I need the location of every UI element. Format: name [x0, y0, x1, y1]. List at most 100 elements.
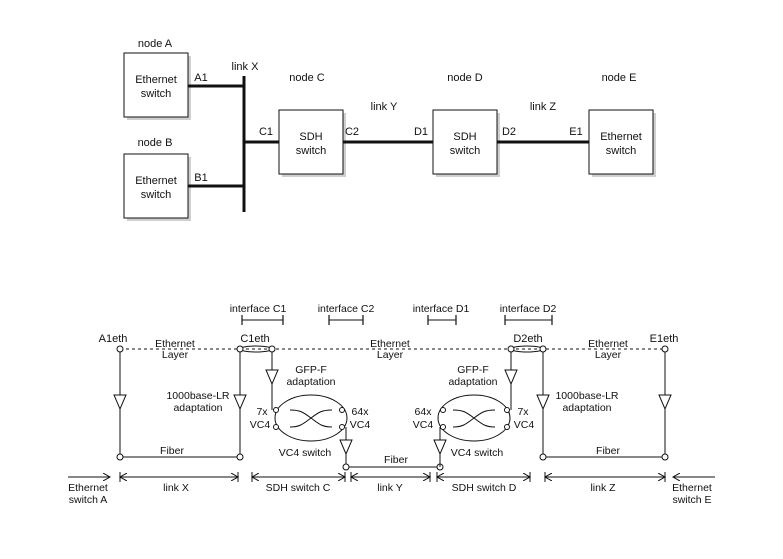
gfp-c-line2: adaptation — [286, 376, 335, 388]
eth-layer-mid-line1: Ethernet — [370, 338, 410, 350]
span-link-z-label: link Z — [590, 482, 616, 494]
span-eth-a-line1: Ethernet — [68, 482, 108, 494]
node-e-box — [588, 109, 654, 175]
c-vc4-port-out-2 — [339, 424, 345, 430]
c-gfp-triangle — [265, 369, 279, 386]
eth-layer-right-line1: Ethernet — [588, 338, 628, 350]
link-z-label: link Z — [530, 101, 557, 113]
layer-diagram: interface C1 interface C2 interface D1 i… — [68, 303, 715, 506]
interface-d1-label: interface D1 — [413, 303, 470, 315]
node-e-title: node E — [602, 72, 637, 84]
fiber-left-label: Fiber — [160, 445, 184, 457]
span-link-x-label: link X — [163, 482, 189, 494]
a1eth-port — [116, 345, 124, 353]
d2eth-port-right — [539, 345, 547, 353]
c1eth-label: C1eth — [240, 333, 269, 345]
interface-c1-label: interface C1 — [230, 303, 287, 315]
c1eth-ellipse — [239, 345, 273, 353]
eth-layer-left-line2: Layer — [162, 349, 189, 361]
node-a-line2: switch — [141, 88, 172, 100]
c-cross-path-2 — [289, 409, 333, 428]
node-b-line2: switch — [141, 189, 172, 201]
base-lr-left-line2: adaptation — [173, 402, 222, 414]
eth-layer-right-line2: Layer — [595, 349, 622, 361]
d-vc4-port-out-2 — [504, 424, 510, 430]
link-x-label: link X — [232, 61, 260, 73]
d2eth-port-left — [507, 345, 515, 353]
port-c1-label: C1 — [259, 126, 273, 138]
node-a-title: node A — [138, 38, 173, 50]
node-c-box — [278, 109, 344, 175]
span-eth-a-line2: switch A — [69, 494, 108, 506]
node-a-box — [123, 52, 189, 118]
vc4-switch-d-ellipse — [437, 394, 511, 442]
a1eth-label: A1eth — [99, 333, 128, 345]
left-adaptation-triangle — [113, 394, 127, 411]
c-vc4-port-in-2 — [273, 424, 279, 430]
e1eth-port — [661, 345, 669, 353]
fiber-right-label: Fiber — [596, 445, 620, 457]
c-64x-vc4-label: VC4 — [350, 419, 371, 431]
fiber-left-port-c — [236, 453, 244, 461]
node-e-line1: Ethernet — [600, 131, 642, 143]
base-lr-right-line1: 1000base-LR — [555, 390, 618, 402]
port-c2-label: C2 — [345, 126, 359, 138]
d-vc4-port-in-1 — [440, 407, 446, 413]
node-b-line1: Ethernet — [135, 175, 177, 187]
node-c-title: node C — [289, 72, 325, 84]
span-sdh-c-label: SDH switch C — [266, 482, 331, 494]
node-d-line2: switch — [450, 145, 481, 157]
c-7x-vc4-label: VC4 — [250, 419, 271, 431]
node-d-line1: SDH — [453, 131, 476, 143]
gfp-d-line2: adaptation — [448, 376, 497, 388]
fiber-middle-port-c — [342, 463, 350, 471]
c-64x-label: 64x — [352, 406, 370, 418]
c-vc4-port-out-1 — [339, 407, 345, 413]
fiber-right-port-e — [661, 453, 669, 461]
fiber-left-port-a — [116, 453, 124, 461]
node-c-line2: switch — [296, 145, 327, 157]
node-a-line1: Ethernet — [135, 74, 177, 86]
c-sdh-triangle — [339, 439, 353, 456]
fiber-right-port-d — [539, 453, 547, 461]
node-d-title: node D — [447, 72, 483, 84]
d-vc4-switch-label: VC4 switch — [451, 447, 504, 459]
port-d2-label: D2 — [502, 126, 516, 138]
c-vc4-port-in-1 — [273, 407, 279, 413]
d-64x-vc4-label: VC4 — [413, 419, 434, 431]
base-lr-left-line1: 1000base-LR — [166, 390, 229, 402]
d-cross-path-2 — [452, 409, 496, 428]
span-eth-e-line1: Ethernet — [672, 482, 712, 494]
vc4-switch-c-ellipse — [274, 394, 348, 442]
d-sdh-triangle — [433, 439, 447, 456]
span-eth-e-line2: switch E — [672, 494, 711, 506]
d-vc4-port-in-2 — [440, 424, 446, 430]
port-e1-label: E1 — [569, 126, 582, 138]
d2-adaptation-triangle — [536, 394, 550, 411]
c-vc4-switch-label: VC4 switch — [279, 447, 332, 459]
gfp-d-line1: GFP-F — [457, 364, 489, 376]
eth-layer-left-line1: Ethernet — [155, 338, 195, 350]
right-adaptation-triangle — [658, 394, 672, 411]
d-gfp-triangle — [504, 369, 518, 386]
d-7x-label: 7x — [517, 406, 529, 418]
d-vc4-port-out-1 — [504, 407, 510, 413]
d2eth-label: D2eth — [513, 333, 542, 345]
fiber-middle-label: Fiber — [384, 454, 408, 466]
span-sdh-d-label: SDH switch D — [452, 482, 517, 494]
d-7x-vc4-label: VC4 — [514, 419, 535, 431]
interface-c2-label: interface C2 — [318, 303, 375, 315]
d-64x-label: 64x — [415, 406, 433, 418]
node-e-line2: switch — [606, 145, 637, 157]
c1eth-port-right — [268, 345, 276, 353]
base-lr-right-line2: adaptation — [562, 402, 611, 414]
eth-layer-mid-line2: Layer — [377, 349, 404, 361]
link-y-label: link Y — [371, 101, 398, 113]
interface-d2-label: interface D2 — [500, 303, 557, 315]
c-7x-label: 7x — [256, 406, 268, 418]
port-a1-label: A1 — [194, 72, 207, 84]
port-b1-label: B1 — [194, 172, 207, 184]
top-topology: node A Ethernet switch node B Ethernet s… — [123, 38, 656, 221]
